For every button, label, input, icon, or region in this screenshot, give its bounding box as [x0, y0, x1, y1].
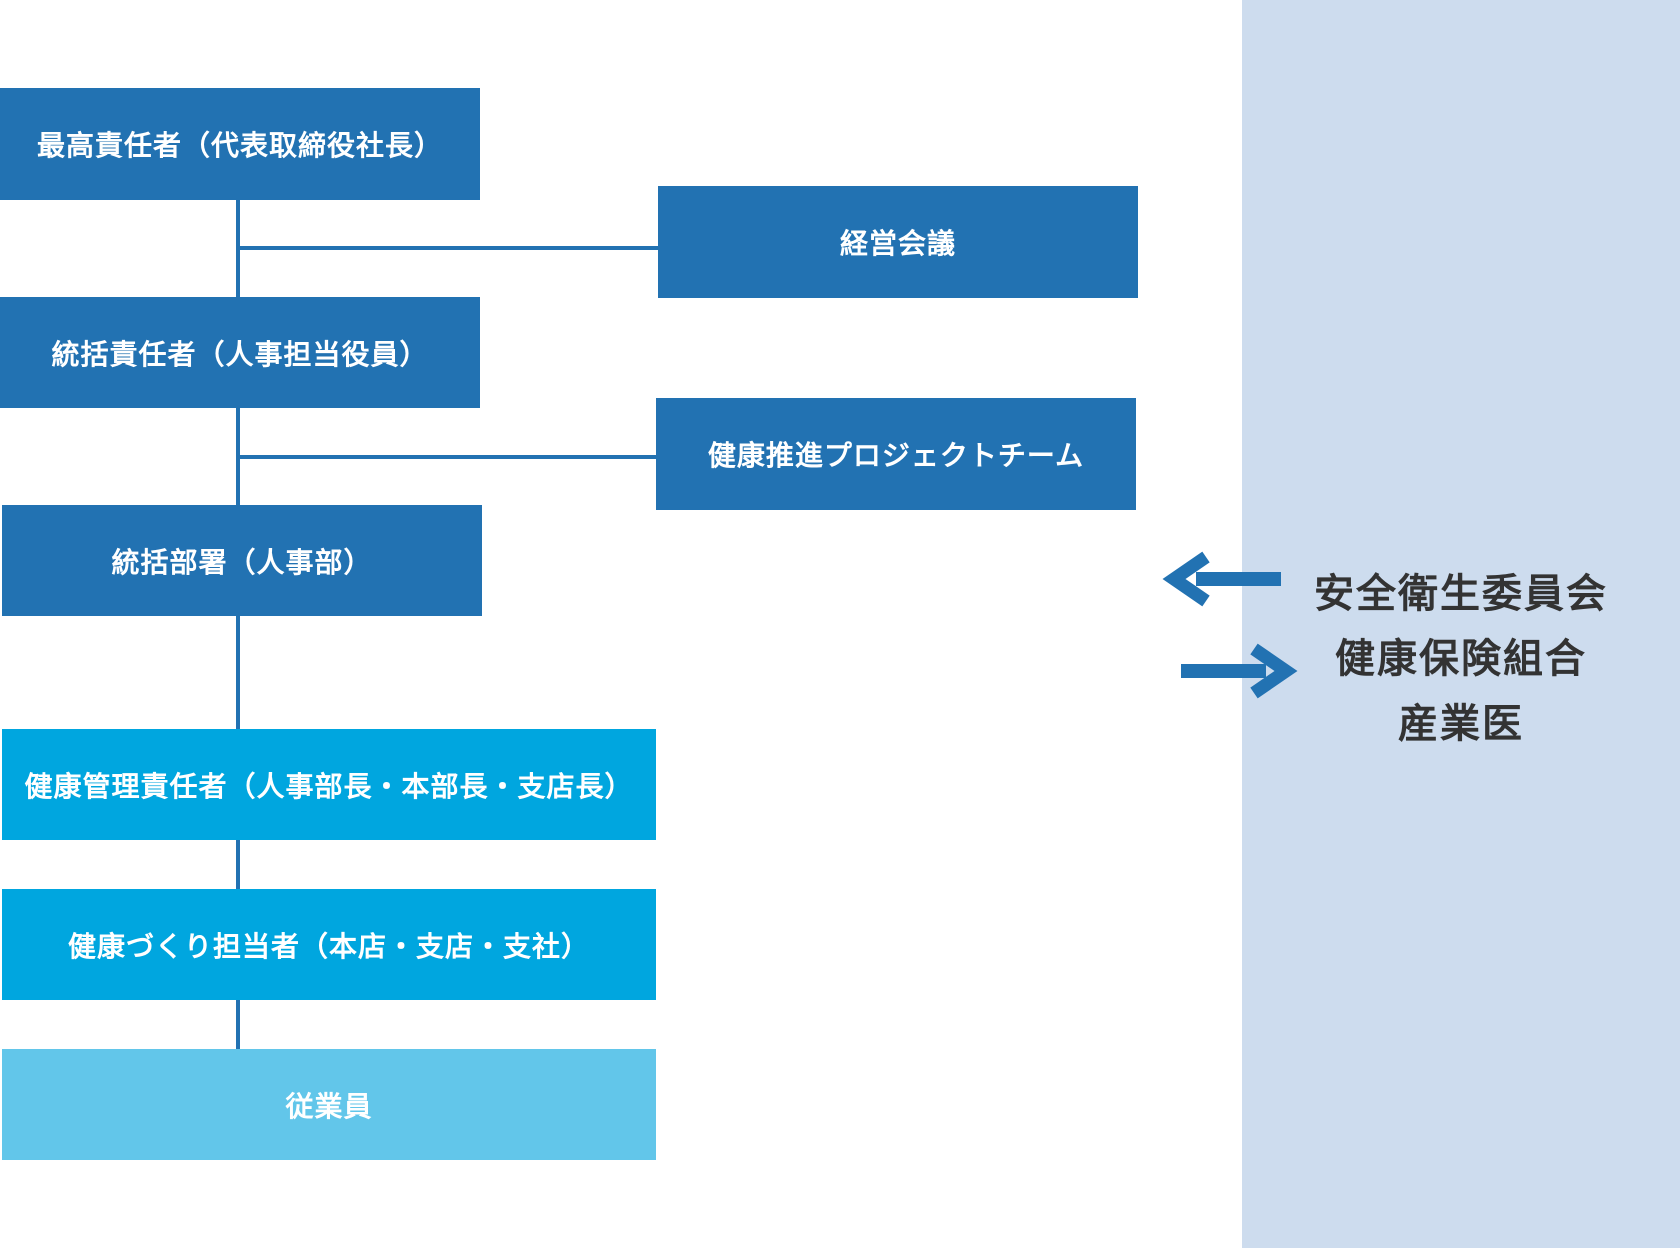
box-employees: 従業員 [2, 1049, 656, 1160]
box-management-meeting-label: 経営会議 [839, 227, 956, 260]
box-health-staff: 健康づくり担当者（本店・支店・支社） [2, 889, 656, 1000]
arrow-left-icon [1162, 551, 1281, 607]
box-general-manager: 統括責任者（人事担当役員） [0, 297, 480, 408]
arrow-right-icon [1181, 643, 1298, 699]
external-safety-committee: 安全衛生委員会 [1314, 571, 1608, 617]
box-health-manager: 健康管理責任者（人事部長・本部長・支店長） [2, 729, 656, 840]
box-employees-label: 従業員 [285, 1089, 373, 1123]
external-panel [1242, 0, 1680, 1248]
box-health-staff-label: 健康づくり担当者（本店・支店・支社） [67, 929, 590, 963]
box-health-project-team-label: 健康推進プロジェクトチーム [707, 439, 1085, 472]
box-general-manager-label: 統括責任者（人事担当役員） [51, 337, 429, 371]
box-health-project-team: 健康推進プロジェクトチーム [656, 398, 1136, 510]
external-health-insurance: 健康保険組合 [1335, 636, 1587, 682]
box-health-manager-label: 健康管理責任者（人事部長・本部長・支店長） [24, 769, 634, 803]
box-ceo: 最高責任者（代表取締役社長） [0, 88, 480, 200]
box-general-dept-label: 統括部署（人事部） [111, 545, 373, 579]
box-general-dept: 統括部署（人事部） [2, 505, 482, 616]
box-ceo-label: 最高責任者（代表取締役社長） [36, 129, 443, 162]
external-occupational-physician: 産業医 [1398, 701, 1524, 747]
box-management-meeting: 経営会議 [658, 186, 1138, 298]
